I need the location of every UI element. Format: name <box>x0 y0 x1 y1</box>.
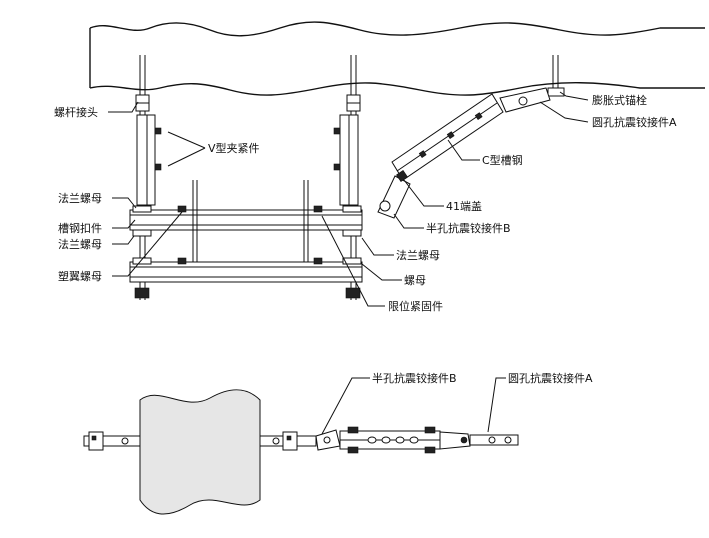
round-hole-hinge-a-top <box>499 87 551 113</box>
lower-brace-assembly <box>315 426 519 454</box>
leader-lines-top <box>108 91 589 307</box>
label-flange-nut-mid: 法兰螺母 <box>58 237 102 251</box>
label-flange-nut-right: 法兰螺母 <box>396 248 440 262</box>
horizontal-bar-lower <box>83 431 317 451</box>
label-v-clamp: V型夹紧件 <box>208 141 260 155</box>
label-expansion-anchor: 膨胀式锚栓 <box>592 93 647 107</box>
label-round-hole-hinge-a-lower: 圆孔抗震铰接件A <box>508 371 593 385</box>
right-rod-coupler <box>346 94 361 112</box>
channel-fasteners <box>132 205 362 299</box>
bottom-horizontal-channel <box>129 261 363 283</box>
pipe-section <box>139 389 261 515</box>
label-limit-fastener: 限位紧固件 <box>388 299 443 313</box>
label-rod-coupler: 螺杆接头 <box>54 105 98 119</box>
label-flange-nut-top: 法兰螺母 <box>58 191 102 205</box>
left-v-clamp-box <box>136 114 162 206</box>
ceiling-slab <box>89 21 705 96</box>
channel-posts <box>192 180 309 262</box>
right-v-clamp-box <box>333 114 359 206</box>
label-round-hole-hinge-a: 圆孔抗震铰接件A <box>592 115 677 129</box>
label-c-channel: C型槽钢 <box>482 153 523 167</box>
label-half-hole-hinge-b: 半孔抗震铰接件B <box>426 221 511 235</box>
label-nut: 螺母 <box>404 274 426 287</box>
leader-lines-lower <box>321 377 506 435</box>
expansion-anchor <box>547 55 565 97</box>
left-rod-coupler <box>135 94 150 112</box>
half-hole-hinge-b-top <box>377 175 411 219</box>
label-plastic-wing-nut: 塑翼螺母 <box>58 269 102 283</box>
label-channel-buckle: 槽钢扣件 <box>58 221 102 235</box>
label-end-cap-41: 41端盖 <box>446 199 482 213</box>
label-half-hole-hinge-b-lower: 半孔抗震铰接件B <box>372 371 457 385</box>
diagonal-c-channel <box>391 93 504 181</box>
end-cap-41 <box>396 170 408 182</box>
